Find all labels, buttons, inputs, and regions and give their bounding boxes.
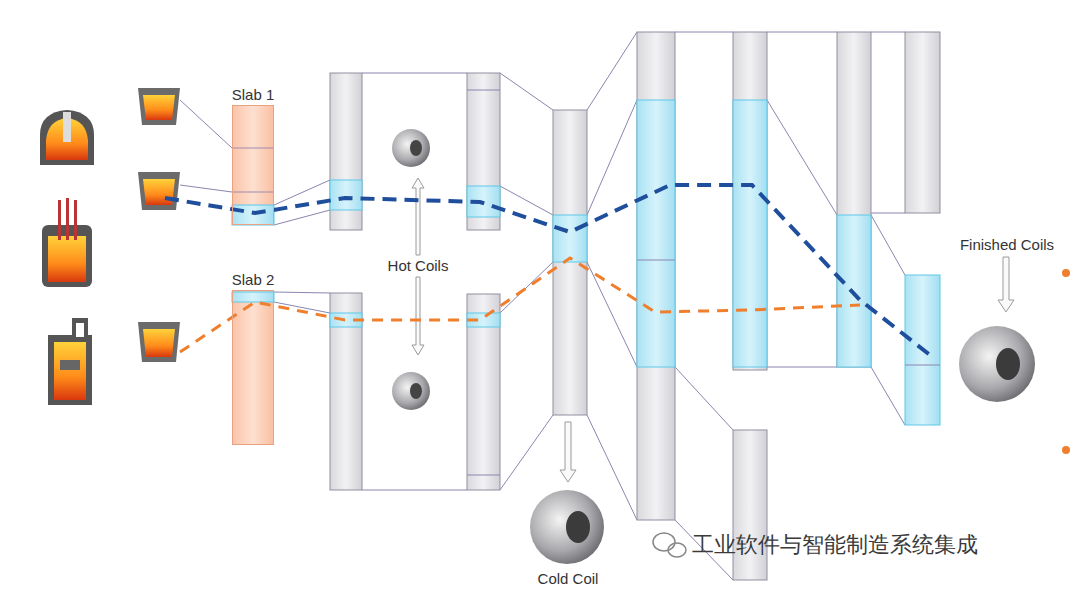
slab-label: Slab 2 xyxy=(232,271,275,288)
callout-label: Hot Coils xyxy=(386,257,451,274)
pointer-arrows xyxy=(412,178,1014,482)
ladle-icons xyxy=(138,88,180,362)
trace-path xyxy=(165,185,930,355)
trace-path xyxy=(180,258,860,352)
genealogy-lines xyxy=(180,32,905,580)
coil-icons xyxy=(392,129,1035,564)
watermark: 工业软件与智能制造系统集成 xyxy=(690,530,980,560)
bullet-dot xyxy=(1062,269,1070,277)
callout-label: Cold Coil xyxy=(536,570,601,587)
watermark-icon xyxy=(653,533,686,557)
slab-box: Slab 1 xyxy=(232,105,274,225)
furnace-icons xyxy=(40,110,94,405)
slab-box: Slab 2 xyxy=(232,290,274,445)
bullet-dot xyxy=(1062,446,1070,454)
slab-fills xyxy=(232,105,274,445)
process-bars xyxy=(330,32,940,580)
slab-label: Slab 1 xyxy=(232,86,275,103)
callout-label: Finished Coils xyxy=(958,236,1056,253)
